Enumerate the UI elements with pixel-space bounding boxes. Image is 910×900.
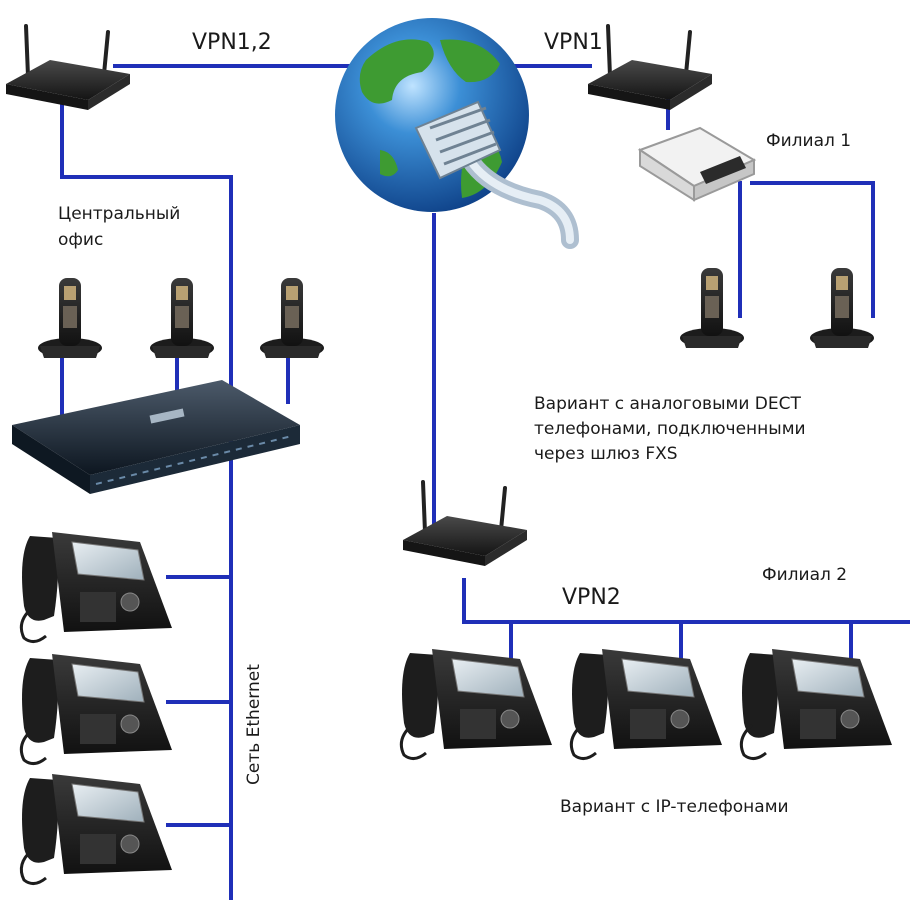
ip-phone-icon [569, 647, 724, 761]
branch1-router-icon [586, 24, 714, 112]
central-office-label-line2: офис [58, 230, 104, 250]
central-office-router-icon [4, 24, 132, 112]
ip-variant-label: Вариант с IP-телефонами [560, 797, 789, 817]
ip-phone-icon [19, 772, 174, 886]
dect-variant-line2: телефонами, подключенными [534, 419, 806, 439]
vpn12-label: VPN1,2 [192, 30, 272, 55]
branch2-router-icon [401, 480, 529, 568]
dect-phone-icon [150, 278, 214, 358]
dect-phone-icon [810, 268, 874, 348]
ip-pbx-switch-icon [12, 380, 300, 494]
ip-phone-icon [19, 652, 174, 766]
ethernet-plug-icon [414, 100, 579, 249]
dect-phone-icon [38, 278, 102, 358]
ip-phone-icon [399, 647, 554, 761]
branch2-label: Филиал 2 [762, 565, 848, 585]
fxs-gateway-icon [637, 126, 757, 202]
dect-variant-line1: Вариант с аналоговыми DECT [534, 394, 801, 414]
ethernet-network-label: Сеть Ethernet [244, 664, 264, 785]
branch1-label: Филиал 1 [766, 131, 852, 151]
dect-phone-icon [260, 278, 324, 358]
vpn1-label: VPN1 [544, 30, 603, 55]
vpn2-label: VPN2 [562, 585, 621, 610]
ip-phone-icon [739, 647, 894, 761]
ip-phone-icon [19, 530, 174, 644]
dect-phone-icon [680, 268, 744, 348]
central-office-label-line1: Центральный [58, 204, 181, 224]
dect-variant-line3: через шлюз FXS [534, 444, 678, 464]
